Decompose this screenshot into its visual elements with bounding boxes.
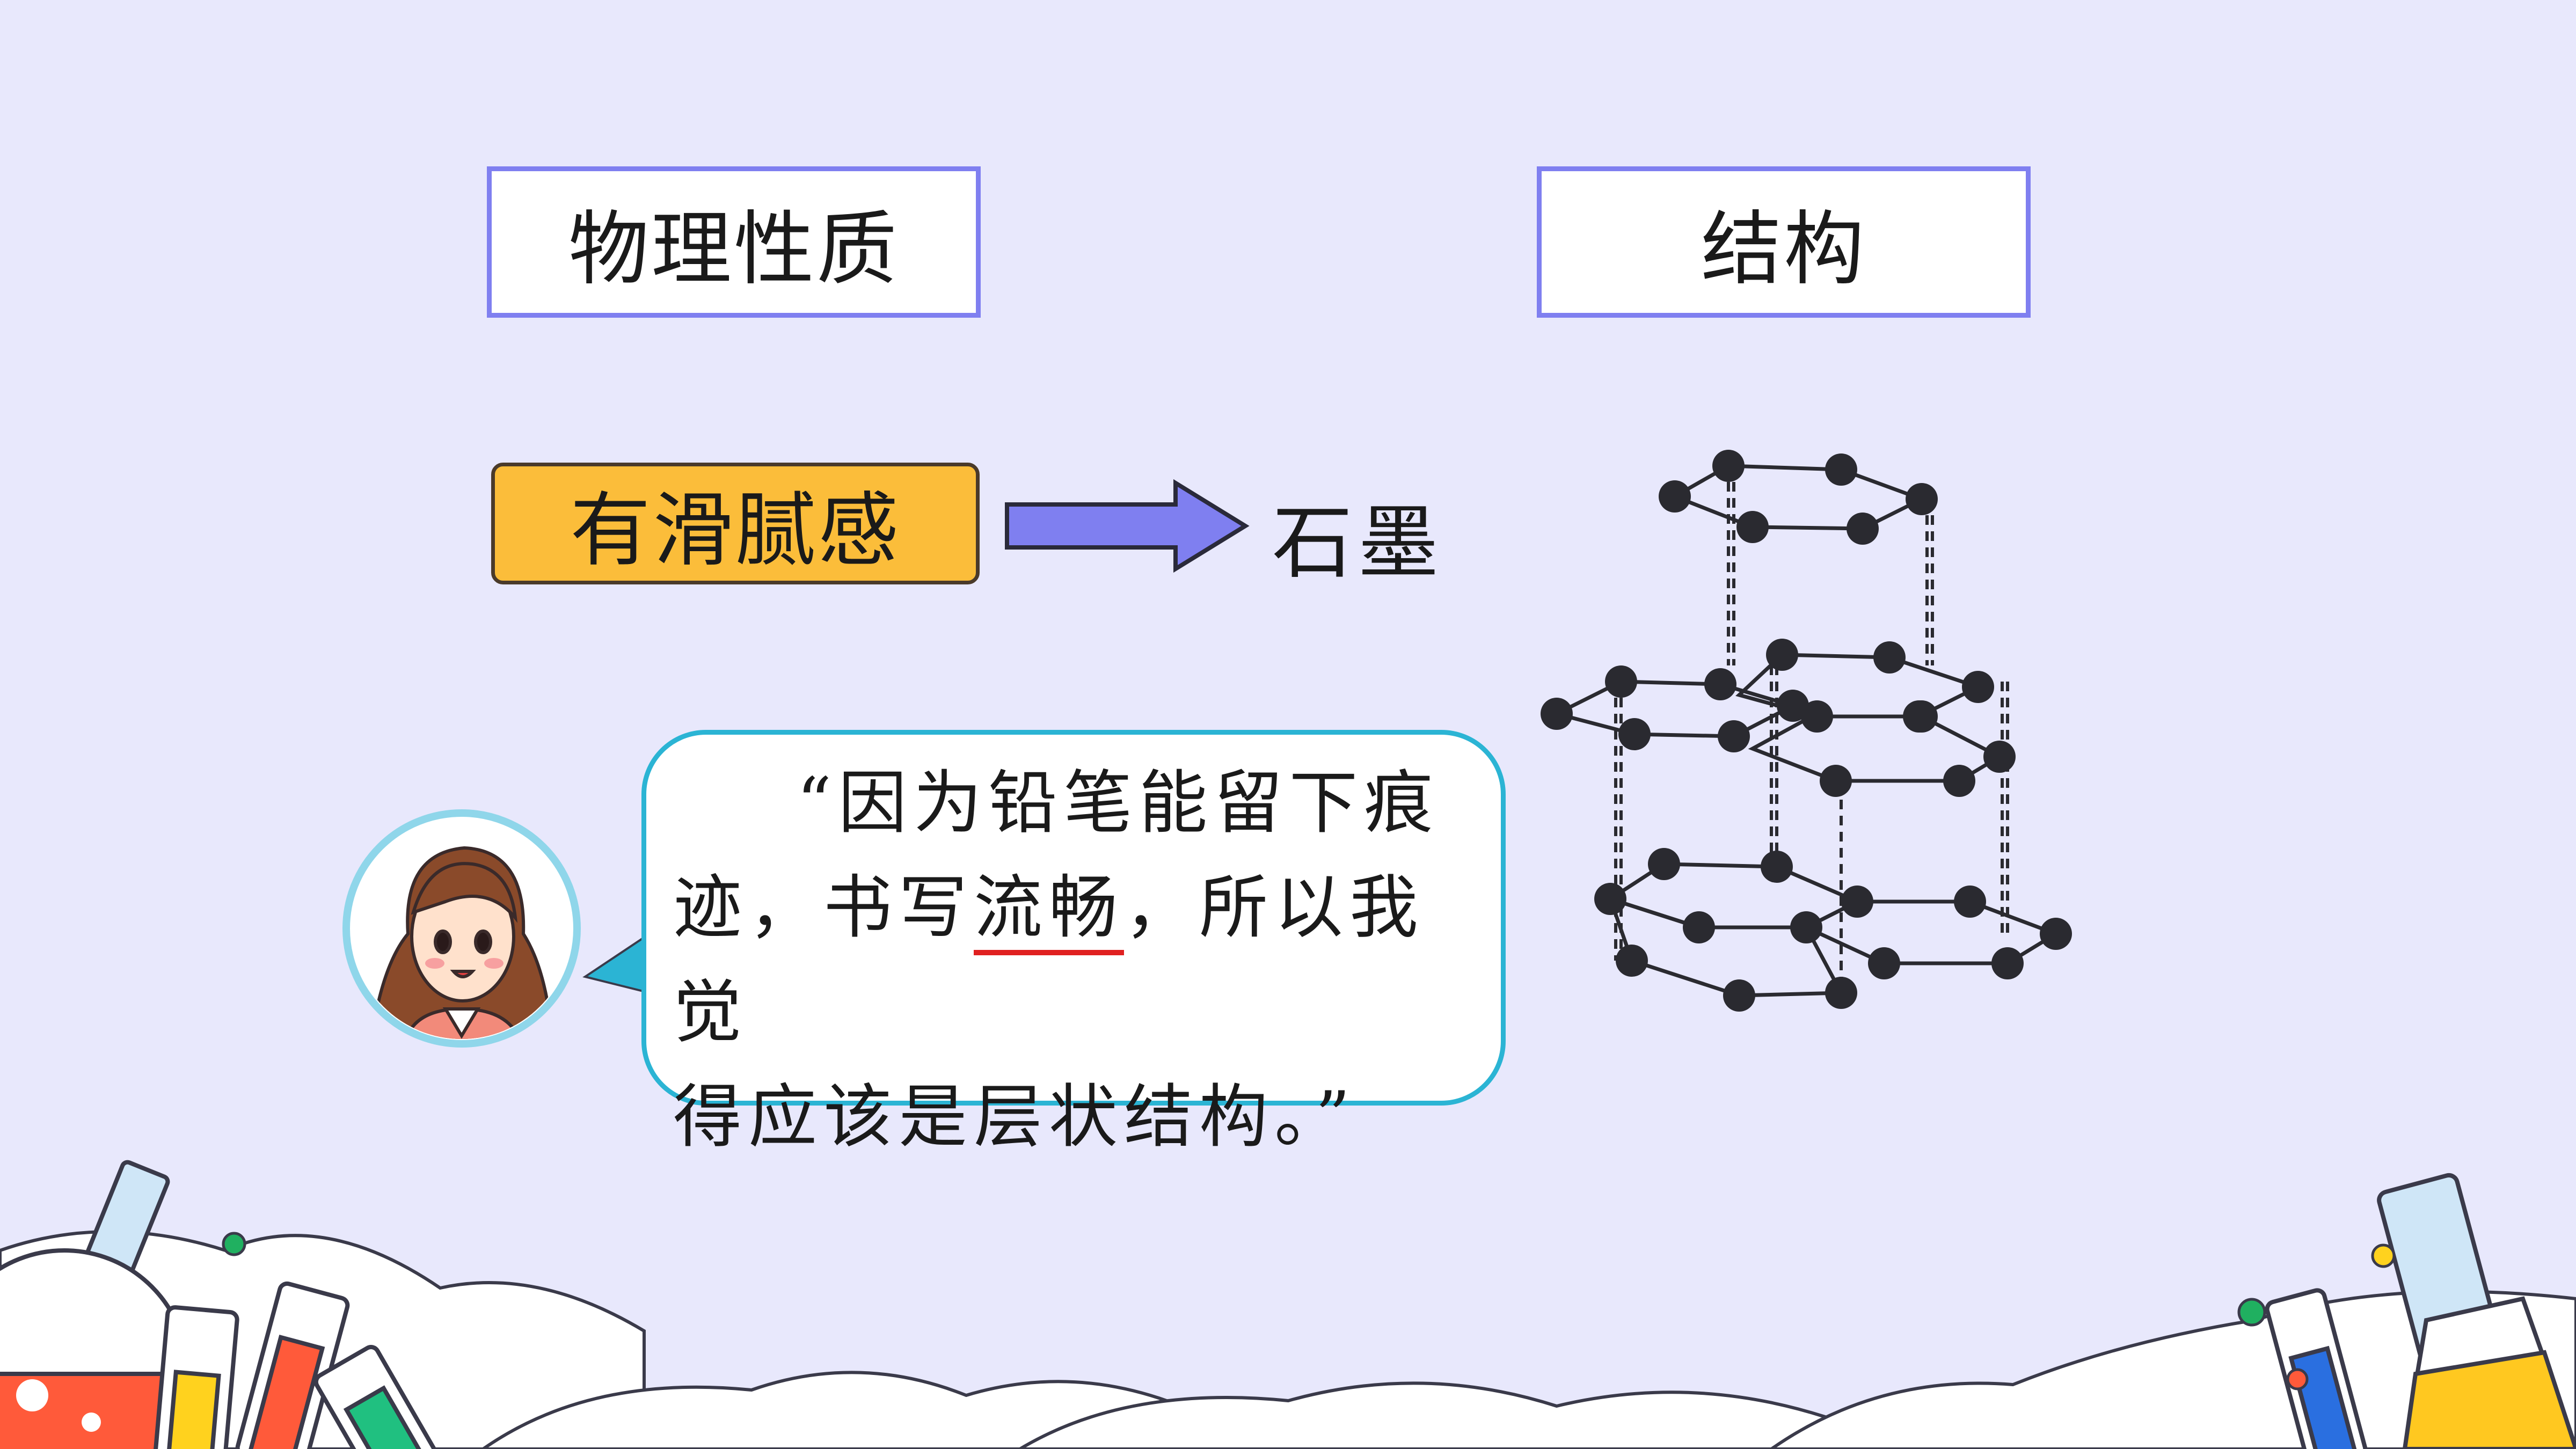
speech-line-1-text: 因为铅笔能留下痕: [838, 763, 1440, 843]
speech-line-2: 迹，书写流畅，所以我觉: [673, 855, 1478, 1065]
header-physical-property-label: 物理性质: [568, 202, 899, 296]
graphite-layer-structure-icon: [1541, 450, 2072, 1012]
speech-line-1: “因为铅笔能留下痕: [673, 751, 1478, 855]
header-structure: 结构: [1537, 166, 2031, 318]
speech-bubble: “因为铅笔能留下痕 迹，书写流畅，所以我觉 得应该是层状结构。”: [641, 730, 1506, 1157]
speech-underlined-word: 流畅: [974, 868, 1125, 955]
header-physical-property: 物理性质: [487, 166, 981, 318]
result-label: 石墨: [1272, 496, 1444, 590]
girl-avatar-icon: [342, 809, 581, 1048]
quote-open: “: [797, 763, 838, 843]
property-box: 有滑腻感: [491, 463, 980, 584]
property-label: 有滑腻感: [570, 484, 901, 577]
speech-line-2a: 迹，书写: [673, 868, 974, 948]
right-arrow-icon: [1005, 479, 1250, 573]
speech-line-3: 得应该是层状结构。”: [673, 1077, 1357, 1157]
header-structure-label: 结构: [1701, 202, 1866, 296]
speech-text: “因为铅笔能留下痕 迹，书写流畅，所以我觉 得应该是层状结构。”: [673, 751, 1478, 1169]
speech-line-2b: ，所以我觉: [673, 868, 1425, 1052]
